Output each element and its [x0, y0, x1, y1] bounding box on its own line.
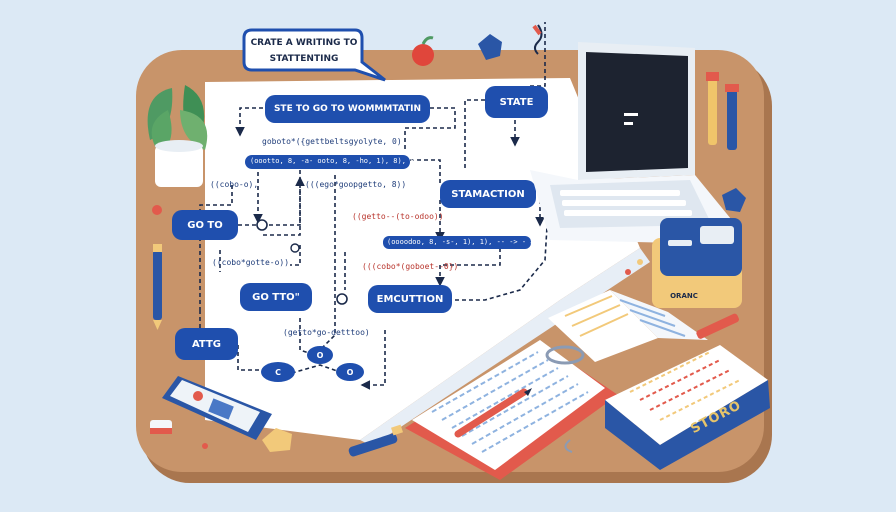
node-stamaction-box: [440, 180, 536, 208]
box-label: ORANC: [670, 292, 698, 300]
code-snippet-1: goboto*({gettbeltsgyolyte, 0): [262, 137, 402, 146]
red-pencil-right: [696, 313, 739, 339]
node-o1: O: [316, 350, 324, 360]
code-bar-1-box: [245, 155, 410, 169]
diagram-connectors: [199, 22, 549, 390]
blue-marker: [348, 424, 403, 457]
code-snippet-9: (getto*go-detttoo): [283, 328, 370, 337]
code-snippet-7: ((cobo*gotte-o)): [212, 258, 290, 267]
code-snippet-5: ((getto--(to-odoo)): [352, 212, 444, 221]
node-top-center-box: [265, 95, 430, 123]
node-state: STATE: [499, 96, 534, 108]
blue-crystal: [722, 188, 746, 212]
open-book: [548, 290, 708, 362]
speech-bubble: [242, 28, 386, 82]
node-emcution: EMCUTTION: [376, 293, 444, 305]
potted-plant: [147, 85, 208, 187]
code-snippet-8: (((cobo*(goboet--0}): [362, 262, 459, 271]
hook-ornament: [534, 24, 543, 55]
junction-dot-3: [290, 243, 300, 253]
code-snippet-4: (((ego*goopgetto, 8)): [305, 180, 407, 189]
gold-stone: [262, 428, 292, 452]
node-attg-box: [175, 328, 238, 360]
node-o1-box: [307, 346, 333, 364]
node-emcution-box: [368, 285, 452, 313]
phone: [162, 376, 272, 440]
notebook: [405, 340, 618, 480]
node-c: C: [275, 367, 281, 377]
node-o2: O: [346, 367, 354, 377]
speech-bubble-line-1: CRATE A WRITING TO: [250, 38, 358, 48]
node-state-box: [485, 86, 548, 118]
code-snippet-2: (oootto, 8, -a- ooto, 8, -ho, 1), 8), 8): [250, 157, 419, 165]
node-o2-box: [336, 363, 364, 381]
red-button: [152, 205, 162, 215]
junction-dot-1: [256, 219, 268, 231]
node-goto-quote-box: [240, 283, 312, 311]
code-bar-2-box: [383, 236, 531, 249]
code-snippet-3: ((cobo-o),: [210, 180, 259, 189]
storage-box: [652, 218, 742, 308]
node-goto-box: [172, 210, 238, 240]
left-pencil: [153, 244, 162, 330]
speech-bubble-line-2: STATTENTING: [269, 54, 339, 64]
pencil-cup: [706, 72, 739, 150]
node-go-to-quote: GO TTO": [252, 291, 300, 303]
sheet-fold: [360, 248, 650, 446]
code-snippet-6: (oooodoo, 8, -s-, 1), 1), -- -> - 8): [387, 238, 539, 246]
node-attg: ATTG: [191, 338, 222, 350]
node-go-to: GO TO: [187, 219, 223, 231]
blue-book: [605, 345, 770, 470]
apple: [412, 36, 434, 66]
blue-gem: [478, 34, 502, 60]
junction-dot-2: [336, 293, 348, 305]
node-stamaction: STAMACTION: [451, 188, 525, 200]
node-c-box: [261, 362, 295, 382]
node-top-center: STE TO GO TO WOMMMTATIN: [273, 104, 422, 114]
